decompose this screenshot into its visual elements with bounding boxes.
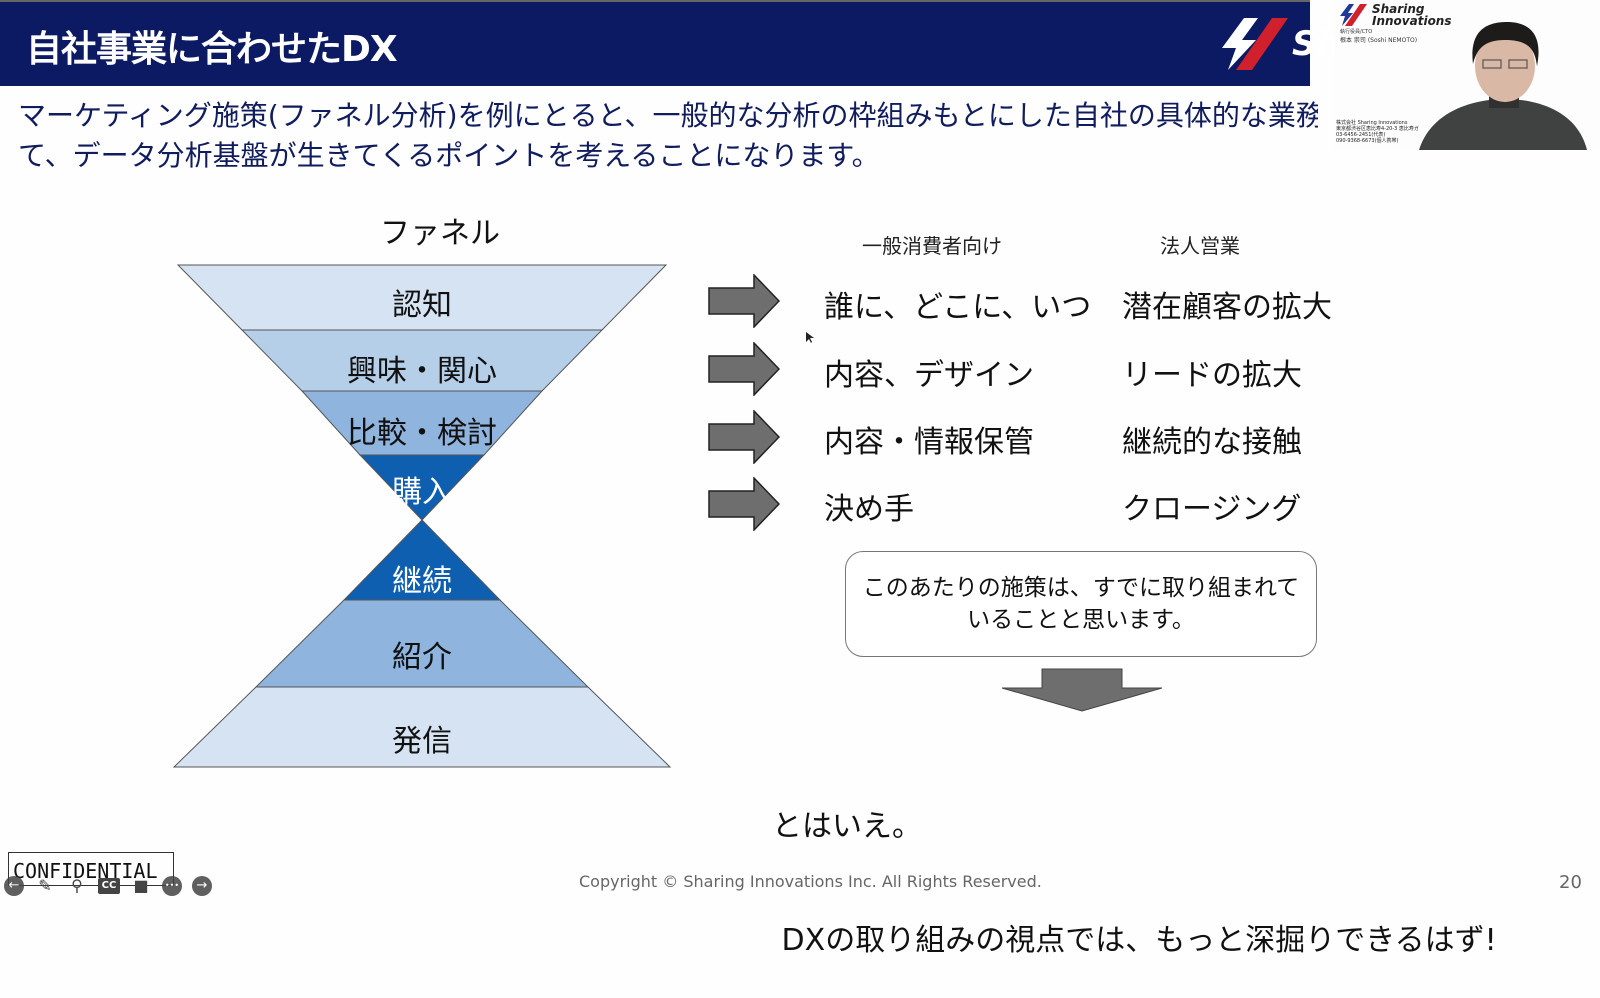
cam-logo-line-2: Innovations bbox=[1372, 14, 1452, 28]
consumer-column-header: 一般消費者向け bbox=[862, 234, 1002, 258]
conclusion-line-1: とはいえ。 bbox=[772, 809, 922, 844]
zoom-magnifier-icon[interactable]: ⚲ bbox=[71, 876, 83, 895]
presenter-name: 根本 崇司 (Soshi NEMOTO) bbox=[1340, 37, 1418, 44]
intro-line-2: て、データ分析基盤が生きてくるポイントを考えることになります。 bbox=[18, 139, 880, 172]
copyright-text: Copyright © Sharing Innovations Inc. All… bbox=[579, 872, 1042, 891]
business-item: クロージング bbox=[1122, 492, 1302, 527]
right-arrow-icon bbox=[708, 477, 780, 531]
business-item: 潜在顧客の拡大 bbox=[1122, 290, 1332, 325]
funnel-label-interest: 興味・関心 bbox=[347, 354, 497, 389]
right-arrow-icon bbox=[708, 342, 780, 396]
funnel-title: ファネル bbox=[380, 216, 500, 251]
cam-logo-text: Sharing Innovations bbox=[1372, 3, 1452, 27]
logo-text: Sh bbox=[1292, 24, 1341, 64]
business-item: リードの拡大 bbox=[1122, 358, 1302, 393]
funnel-label-advocacy: 発信 bbox=[392, 724, 452, 759]
funnel-stage-purchase bbox=[358, 454, 486, 521]
video-camera-icon[interactable]: ■ bbox=[133, 876, 149, 895]
presenter-role: 執行役員/CTO bbox=[1340, 29, 1373, 35]
presenter-video-icon bbox=[1419, 22, 1587, 150]
consumer-item: 誰に、どこに、いつ bbox=[824, 290, 1092, 325]
cam-logo-line-1: Sharing bbox=[1372, 2, 1425, 16]
next-slide-button[interactable]: → bbox=[192, 876, 212, 896]
callout-line-2: いることと思います。 bbox=[967, 607, 1195, 633]
funnel-label-comparison: 比較・検討 bbox=[347, 416, 497, 451]
confidential-label: CONFIDENTIAL bbox=[8, 852, 174, 886]
intro-line-1: マーケティング施策(ファネル分析)を例にとると、一般的な分析の枠組みもとにした自… bbox=[18, 99, 1318, 132]
pen-tool-icon[interactable]: ✎ bbox=[38, 876, 52, 895]
sharing-innovations-logo-icon bbox=[1222, 18, 1288, 70]
down-arrow-icon bbox=[1001, 668, 1163, 712]
more-options-button[interactable]: ••• bbox=[162, 876, 182, 896]
business-item: 継続的な接触 bbox=[1122, 425, 1302, 460]
right-arrow-icon bbox=[708, 274, 780, 328]
sharing-innovations-logo-icon bbox=[1340, 4, 1367, 26]
funnel-label-awareness: 認知 bbox=[392, 288, 452, 323]
slide-header: 自社事業に合わせたDX Sh bbox=[0, 0, 1341, 86]
conclusion-text: とはいえ。 DXの取り組みの視点では、もっと深掘りできるはず! bbox=[772, 732, 1497, 998]
consumer-item: 決め手 bbox=[824, 492, 914, 527]
funnel-diagram bbox=[172, 264, 672, 768]
consumer-item: 内容、デザイン bbox=[824, 358, 1034, 393]
mouse-cursor-icon bbox=[806, 332, 814, 343]
phone-main: 03-6456-2451(代表) bbox=[1336, 132, 1386, 138]
consumer-item: 内容・情報保管 bbox=[824, 425, 1034, 460]
captions-button[interactable]: CC bbox=[98, 878, 120, 894]
slide-page-number: 20 bbox=[1559, 872, 1582, 893]
phone-mobile: 090-9368-6673(個人携帯) bbox=[1336, 138, 1399, 144]
funnel-stage-advocacy bbox=[172, 686, 672, 768]
company-name: 株式会社 Sharing Innovations bbox=[1336, 120, 1408, 126]
callout-box: このあたりの施策は、すでに取り組まれて いることと思います。 bbox=[845, 551, 1317, 657]
company-address: 東京都渋谷区恵比寿4-20-3 恵比寿ガ bbox=[1336, 126, 1419, 132]
intro-text: マーケティング施策(ファネル分析)を例にとると、一般的な分析の枠組みもとにした自… bbox=[18, 96, 1318, 176]
funnel-label-purchase: 購入 bbox=[392, 475, 452, 510]
conclusion-line-2: DXの取り組みの視点では、もっと深掘りできるはず! bbox=[772, 923, 1497, 958]
previous-slide-button[interactable]: ← bbox=[4, 876, 24, 896]
presenter-webcam: Sharing Innovations 執行役員/CTO 根本 崇司 (Sosh… bbox=[1334, 0, 1600, 150]
funnel-label-retention: 継続 bbox=[392, 564, 452, 599]
presentation-toolbar: ← ✎ ⚲ CC ■ ••• → bbox=[4, 876, 212, 896]
business-column-header: 法人営業 bbox=[1160, 234, 1240, 258]
funnel-label-referral: 紹介 bbox=[392, 640, 452, 675]
callout-line-1: このあたりの施策は、すでに取り組まれて bbox=[862, 575, 1300, 601]
right-arrow-icon bbox=[708, 410, 780, 464]
slide-title: 自社事業に合わせたDX bbox=[26, 29, 398, 70]
